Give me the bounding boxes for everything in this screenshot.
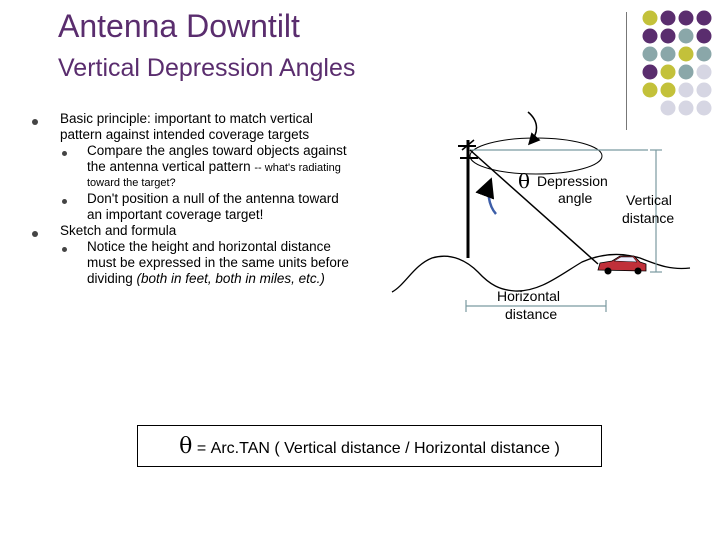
pattern-pointer-arrow <box>527 111 541 146</box>
sub-bullet-text: must be expressed in the same units befo… <box>87 255 349 270</box>
decorative-dot <box>642 64 658 80</box>
sub-bullet-text-part: the antenna vertical pattern <box>87 159 251 174</box>
sub-bullet-text: Compare the angles toward objects agains… <box>87 143 347 158</box>
decorative-dot <box>696 64 712 80</box>
decorative-dot <box>678 82 694 98</box>
decorative-dot <box>642 46 658 62</box>
terrain-line <box>391 253 691 293</box>
decorative-dot <box>696 100 712 116</box>
decorative-dot <box>660 64 676 80</box>
formula-box: θ = Arc.TAN ( Vertical distance / Horizo… <box>137 425 602 467</box>
sub-bullet-text-part: dividing <box>87 271 137 286</box>
sub-bullet-text: dividing (both in feet, both in miles, e… <box>87 271 325 286</box>
sub-bullet-text: Don't position a null of the antenna tow… <box>87 191 339 206</box>
decorative-dot <box>678 100 694 116</box>
slide-title: Antenna Downtilt <box>58 8 300 44</box>
decorative-dot <box>678 28 694 44</box>
vertical-distance-label: distance <box>622 210 675 226</box>
bullet-dot <box>32 231 38 237</box>
decorative-dot <box>660 10 676 26</box>
sub-bullet-dot <box>62 199 67 204</box>
sub-bullet-text-italic: (both in feet, both in miles, etc.) <box>136 271 325 286</box>
decorative-dot <box>696 28 712 44</box>
decorative-dot <box>696 82 712 98</box>
decorative-dot <box>660 100 676 116</box>
sub-bullet-text: the antenna vertical pattern -- what's r… <box>87 159 341 174</box>
formula-text: = Arc.TAN ( Vertical distance / Horizont… <box>192 440 560 457</box>
bullet-dot <box>32 119 38 125</box>
decorative-dot <box>642 28 658 44</box>
sub-bullet-text: Notice the height and horizontal distanc… <box>87 239 331 254</box>
sub-bullet-text: an important coverage target! <box>87 207 264 222</box>
horizontal-distance-label: distance <box>505 306 558 322</box>
decorative-dot-grid <box>642 10 712 116</box>
vertical-distance-label: Vertical <box>626 192 672 208</box>
sub-bullet-dot <box>62 151 67 156</box>
car-icon <box>597 255 647 275</box>
bullet-text: Basic principle: important to match vert… <box>60 111 313 126</box>
decorative-dot <box>696 10 712 26</box>
decorative-dot <box>678 10 694 26</box>
theta-symbol: θ <box>518 169 531 193</box>
decorative-dot <box>696 46 712 62</box>
decorative-divider <box>626 12 627 130</box>
horizontal-distance-label: Horizontal <box>497 288 561 304</box>
bullet-text: Sketch and formula <box>60 223 177 238</box>
decorative-dot <box>642 10 658 26</box>
decorative-dot <box>642 82 658 98</box>
decorative-dot <box>678 46 694 62</box>
sub-bullet-text-small: -- what's radiating <box>254 162 341 174</box>
decorative-dot <box>660 46 676 62</box>
sub-bullet-dot <box>62 247 67 252</box>
depression-angle-arrow <box>475 177 497 215</box>
bullet-text: pattern against intended coverage target… <box>60 127 310 142</box>
depression-label: angle <box>558 190 593 206</box>
decorative-dot <box>660 82 676 98</box>
decorative-dot <box>678 64 694 80</box>
sub-bullet-text-small: toward the target? <box>87 177 176 189</box>
formula-theta: θ <box>179 434 193 459</box>
decorative-dot <box>660 28 676 44</box>
depression-label: Depression <box>537 173 608 189</box>
slide-subtitle: Vertical Depression Angles <box>58 54 356 82</box>
depression-line <box>469 149 599 265</box>
